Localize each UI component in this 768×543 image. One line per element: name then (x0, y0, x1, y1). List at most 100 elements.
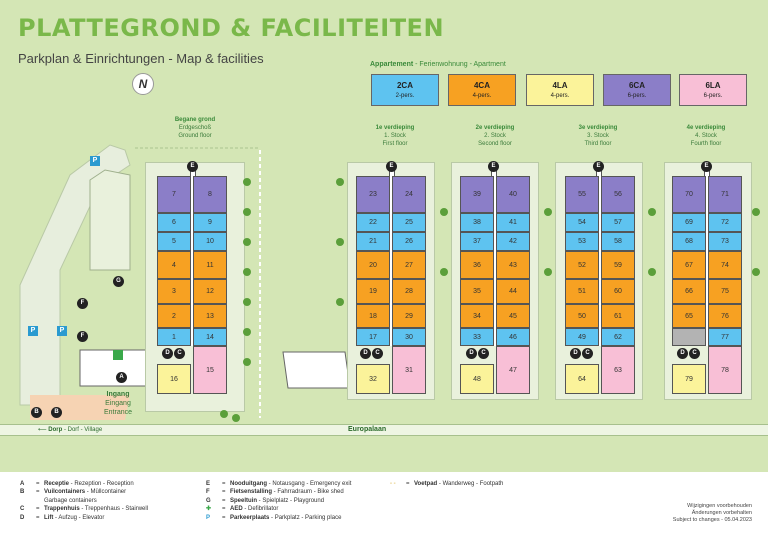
unit-20: 20 (356, 251, 390, 279)
unit-66: 66 (672, 279, 706, 304)
unit-24: 24 (392, 176, 426, 213)
floor-header-line2: Erdgeschoß (178, 125, 212, 131)
aed-icon (113, 350, 123, 360)
reception-icon: A (116, 372, 127, 383)
entrance-label-de: Eingang (105, 400, 131, 407)
apartment-type-code: 4LA (552, 81, 568, 90)
entrance-label-nl: Ingang (106, 391, 130, 398)
stairwell-icon: C (582, 348, 593, 359)
tree-icon (648, 208, 656, 216)
outbuilding-shape (89, 169, 131, 271)
legend-term: Lift (44, 514, 54, 521)
floor-header-line3: Third floor (584, 141, 612, 147)
park-map: PLATTEGROND & FACILITEITEN Parkplan & Ei… (0, 0, 768, 472)
unit-32: 32 (356, 364, 390, 394)
unit-16: 16 (157, 364, 191, 394)
lift-icon: D (162, 348, 173, 359)
tree-icon (243, 358, 251, 366)
playground-icon: G (113, 276, 124, 287)
parking-legend-icon: P (206, 514, 211, 521)
page-subtitle: Parkplan & Einrichtungen - Map & facilit… (18, 51, 264, 66)
legend-separator: = (406, 481, 410, 487)
lift-icon: D (677, 348, 688, 359)
apartment-type-code: 6CA (628, 81, 645, 90)
parking-icon: P (57, 326, 67, 336)
legend-item: C=Trappenhuis - Treppenhaus - Stairwell (20, 505, 148, 513)
unit-55: 55 (565, 176, 599, 213)
lift-icon: D (360, 348, 371, 359)
legend-translation: - Parkplatz - Parking place (269, 514, 342, 521)
village-direction: ⟵ Dorp - Dorf - Village (38, 426, 102, 433)
legend-term: Voetpad (414, 481, 438, 487)
floor-header-line3: First floor (382, 141, 408, 147)
unit-59: 59 (601, 251, 635, 279)
unit-74: 74 (708, 251, 742, 279)
legend-translation: - Treppenhaus - Stairwell (79, 506, 149, 513)
legend-separator: = (36, 506, 40, 513)
emergency-exit-icon: E (593, 161, 604, 172)
unit-73: 73 (708, 232, 742, 251)
floor-header-line3: Ground floor (178, 133, 212, 139)
legend-translation: - Spielplatz - Playground (257, 497, 325, 504)
legend-item-continued: Garbage containers (44, 497, 97, 504)
village-label-bold: Dorp (48, 427, 63, 433)
unit-31: 31 (392, 346, 426, 394)
legend-item: P=Parkeerplaats - Parkplatz - Parking pl… (206, 514, 351, 522)
unit-79: 79 (672, 364, 706, 394)
unit-61: 61 (601, 304, 635, 328)
tree-icon (440, 268, 448, 276)
legend-item: - -=Voetpad - Wanderweg - Footpath (390, 480, 503, 488)
unit-35: 35 (460, 279, 494, 304)
north-arrow-icon: N (132, 73, 154, 95)
unit-76: 76 (708, 304, 742, 328)
apartment-type-code: 4CA (473, 81, 490, 90)
floor-header-line1: 2e verdieping (475, 125, 515, 131)
unit-22: 22 (356, 213, 390, 232)
unit-12: 12 (193, 279, 227, 304)
unit-50: 50 (565, 304, 599, 328)
tree-icon (752, 208, 760, 216)
apartment-type-code: 6LA (705, 81, 721, 90)
unit-48: 48 (460, 364, 494, 394)
legend-translation: - Rezeption - Reception (69, 481, 134, 487)
legend-translation: - Defibrillator (242, 506, 279, 513)
legend-term: Nooduitgang (230, 481, 267, 487)
unit-technical (672, 328, 706, 346)
unit-37: 37 (460, 232, 494, 251)
unit-60: 60 (601, 279, 635, 304)
unit-40: 40 (496, 176, 530, 213)
tree-icon (243, 298, 251, 306)
unit-14: 14 (193, 328, 227, 346)
legend-item: F=Fietsenstalling - Fahrradraum - Bike s… (206, 488, 351, 496)
unit-28: 28 (392, 279, 426, 304)
village-label-rest: - Dorf - Village (62, 427, 103, 433)
unit-17: 17 (356, 328, 390, 346)
emergency-exit-icon: E (701, 161, 712, 172)
stairwell-icon: C (372, 348, 383, 359)
tree-icon (243, 178, 251, 186)
legend-key: G (206, 497, 211, 504)
parking-icon: P (28, 326, 38, 336)
legend-separator: = (36, 481, 40, 487)
footer-line-3: Subject to changes - 05.04.2023 (672, 517, 752, 523)
legend-item: ✚=AED - Defibrillator (206, 505, 351, 513)
annex-building-shape (282, 351, 351, 389)
apartment-type-code: 2CA (396, 81, 413, 90)
unit-39: 39 (460, 176, 494, 213)
unit-64: 64 (565, 364, 599, 394)
unit-34: 34 (460, 304, 494, 328)
legend-separator: = (222, 481, 226, 487)
floor-header-line1: 3e verdieping (578, 125, 618, 131)
legend-term: Speeltuin (230, 497, 258, 504)
facility-legend-col-1: A=Receptie - Rezeption - Reception B=Vui… (20, 480, 148, 522)
tree-icon (232, 414, 240, 422)
street-name: Europalaan (348, 426, 387, 433)
legend-translation: - Wanderweg - Footpath (437, 481, 504, 487)
